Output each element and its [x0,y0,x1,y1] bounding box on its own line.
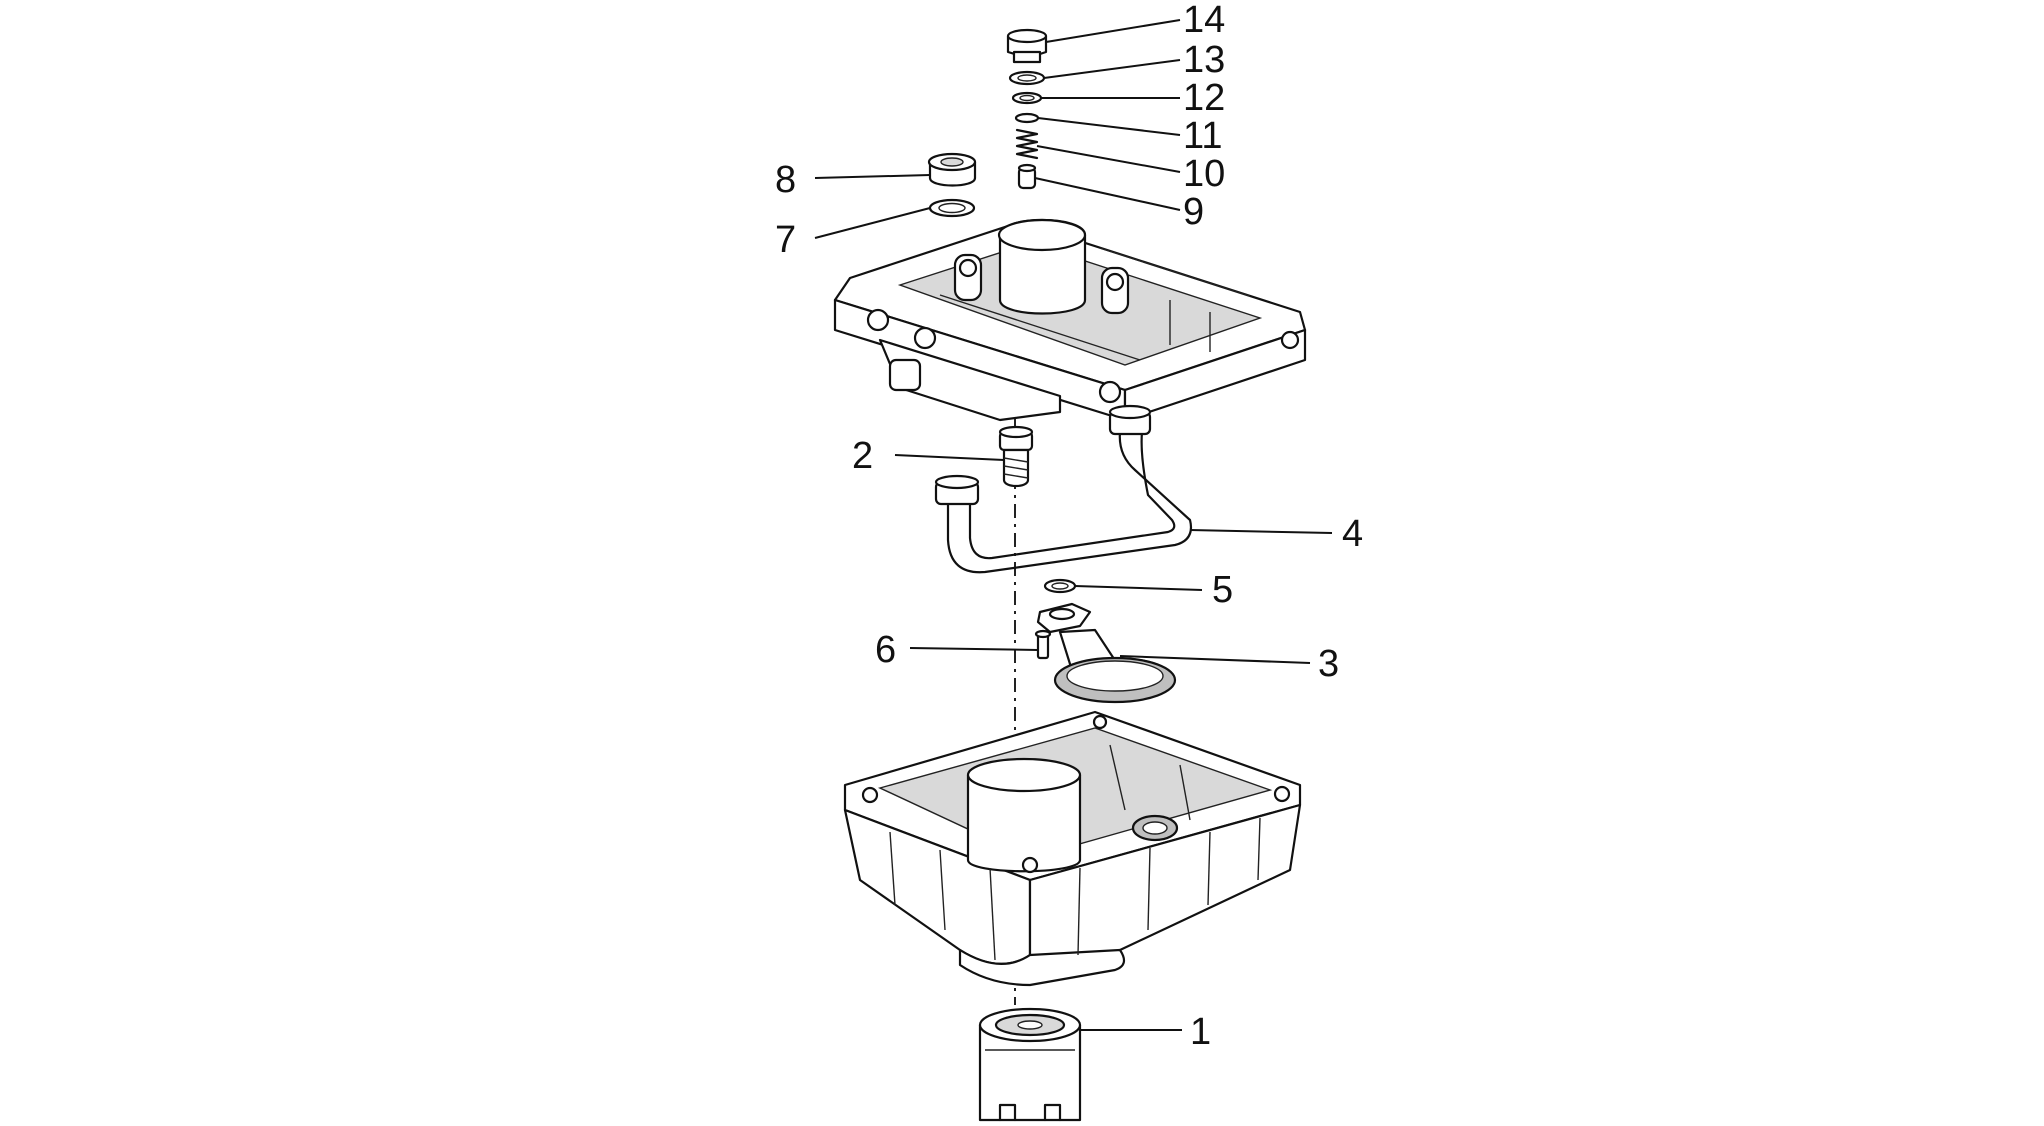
callout-11: 11 [1183,115,1222,157]
part-6-screw [1034,629,1052,660]
part-8-plug [927,152,977,187]
leader-5 [1074,585,1203,591]
part-3-suction-strainer [1036,602,1177,704]
upper-housing [833,218,1307,422]
callout-14: 14 [1183,0,1225,41]
leader-14 [1045,19,1181,43]
leader-2 [894,454,1005,461]
callout-9: 9 [1183,191,1204,233]
part-13-gasket [1008,70,1046,86]
leader-6 [909,647,1039,651]
callout-5: 5 [1212,569,1233,611]
callout-6: 6 [875,629,896,671]
callout-7: 7 [775,219,796,261]
callout-10: 10 [1183,153,1225,195]
callout-3: 3 [1318,643,1339,685]
callout-2: 2 [852,435,873,477]
callout-13: 13 [1183,39,1225,81]
callout-4: 4 [1342,513,1363,555]
leader-8 [814,174,931,179]
part-9-piston [1017,163,1037,190]
oil-sump [843,710,1302,987]
leader-11 [1037,117,1181,136]
part-1-oil-filter [978,1007,1082,1122]
part-2-relief-valve [998,425,1034,488]
leader-9 [1034,177,1181,211]
part-14-cap-screw [1006,28,1048,64]
part-5-o-ring [1043,578,1077,594]
callout-8: 8 [775,159,796,201]
part-7-gasket [928,198,976,218]
leader-10 [1036,145,1181,173]
leader-lines [814,19,1333,1031]
part-12-o-ring [1011,91,1043,105]
part-11-washer [1014,112,1040,124]
callout-12: 12 [1183,77,1225,119]
leader-13 [1043,59,1181,79]
leader-4 [1189,529,1333,534]
callouts: 14 13 12 11 10 9 8 7 2 4 5 6 3 1 [775,0,1363,1053]
leader-3 [1119,655,1311,664]
callout-1: 1 [1190,1011,1211,1053]
leader-7 [814,207,931,239]
part-4-oil-pipe [934,404,1193,574]
part-10-spring [1015,128,1039,160]
